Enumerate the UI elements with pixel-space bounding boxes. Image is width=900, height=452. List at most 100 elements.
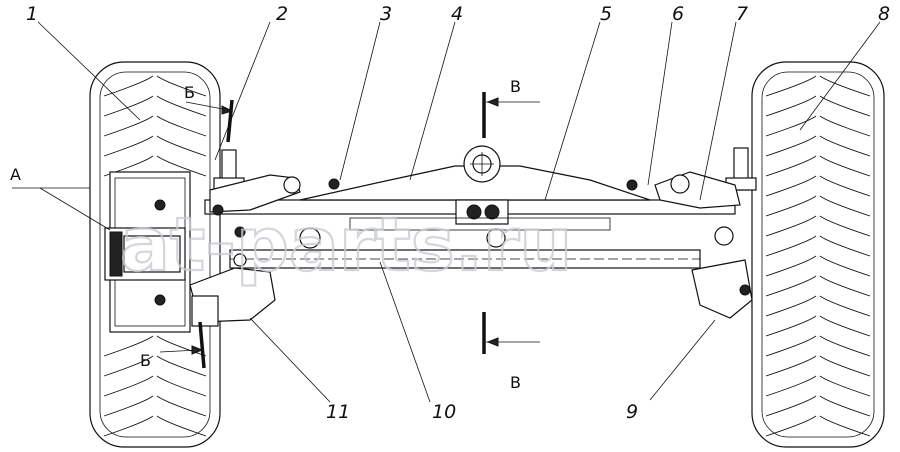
callout-2: 2 bbox=[276, 3, 288, 25]
watermark: at-parts.ru bbox=[120, 202, 572, 288]
right-tire-inner bbox=[761, 71, 875, 438]
tread-lug bbox=[765, 355, 871, 377]
tread-lug bbox=[103, 395, 207, 417]
right-tierod-joint bbox=[714, 226, 734, 246]
tread-lug bbox=[103, 75, 207, 97]
tread-lug bbox=[765, 175, 871, 197]
view-letter-b-top: Б bbox=[184, 83, 195, 102]
left-tire-outline bbox=[89, 61, 221, 448]
leader-lines bbox=[12, 21, 881, 403]
view-letter-v-bottom: В bbox=[510, 373, 521, 392]
callout-6: 6 bbox=[672, 3, 684, 25]
callout-numbers: 1 2 3 4 5 6 7 8 9 10 11 bbox=[26, 3, 890, 423]
stabilizer-bar bbox=[349, 217, 611, 231]
tread-lug bbox=[765, 375, 871, 397]
callout-10: 10 bbox=[432, 401, 456, 423]
tread-lug bbox=[103, 375, 207, 397]
tread-lug bbox=[765, 155, 871, 177]
left-grease-nipple bbox=[234, 226, 246, 238]
tread-lug bbox=[765, 395, 871, 417]
callout-8: 8 bbox=[878, 3, 890, 25]
leader-2 bbox=[214, 21, 271, 161]
clamp-bolt-right bbox=[484, 204, 500, 220]
right-arm-eye bbox=[670, 174, 690, 194]
leader-6 bbox=[647, 21, 673, 186]
left-hub-bolt-top bbox=[154, 199, 166, 211]
left-top-nipple bbox=[328, 178, 340, 190]
left-lower-joint bbox=[233, 253, 247, 267]
left-tire-tread bbox=[103, 75, 207, 437]
left-tierod-joint bbox=[299, 227, 321, 249]
callout-7: 7 bbox=[736, 3, 748, 25]
tread-lug bbox=[103, 95, 207, 117]
leader-5 bbox=[544, 21, 601, 201]
left-wheel bbox=[89, 61, 221, 448]
left-tire-inner bbox=[99, 71, 211, 438]
view-letter-v-top: В bbox=[510, 77, 521, 96]
section-b-bottom-arrowhead bbox=[191, 345, 204, 355]
left-hub-cap bbox=[123, 235, 181, 273]
tread-lug bbox=[765, 75, 871, 97]
tread-lug bbox=[103, 415, 207, 437]
clamp-bolt-left bbox=[466, 204, 482, 220]
leader-a bbox=[39, 187, 111, 231]
tread-lug bbox=[103, 135, 207, 157]
section-b-top-mark bbox=[226, 99, 234, 143]
section-b-top-arrow bbox=[185, 101, 229, 111]
tread-lug bbox=[103, 335, 207, 357]
axle-beam bbox=[204, 145, 736, 269]
view-letters: А Б Б В В bbox=[10, 77, 521, 392]
tread-lug bbox=[765, 115, 871, 137]
left-hub-bolt-bottom bbox=[154, 294, 166, 306]
section-v-bottom-arrowhead bbox=[486, 337, 499, 347]
right-steering-knuckle bbox=[328, 147, 757, 319]
callout-11: 11 bbox=[326, 401, 350, 423]
tread-lug bbox=[765, 95, 871, 117]
axle-housing bbox=[299, 165, 651, 201]
leader-4 bbox=[409, 21, 456, 181]
section-b-bottom-mark bbox=[198, 321, 206, 369]
callout-5: 5 bbox=[600, 3, 612, 25]
left-steering-arm bbox=[209, 174, 301, 213]
section-markers bbox=[159, 92, 540, 369]
tread-lug bbox=[765, 255, 871, 277]
tread-lug bbox=[765, 315, 871, 337]
tread-lug bbox=[765, 335, 871, 357]
center-nut bbox=[486, 228, 506, 248]
right-grease-nipple bbox=[626, 179, 638, 191]
tread-lug bbox=[765, 415, 871, 437]
tread-lug bbox=[103, 115, 207, 137]
section-b-top-arrowhead bbox=[221, 105, 234, 115]
right-wheel bbox=[751, 61, 885, 448]
tread-lug bbox=[765, 135, 871, 157]
leader-1 bbox=[37, 21, 141, 121]
right-lower-bolt bbox=[739, 284, 751, 296]
left-hub-bolts bbox=[109, 231, 123, 277]
callout-1: 1 bbox=[26, 3, 38, 25]
view-letter-a: А bbox=[10, 165, 21, 184]
callout-3: 3 bbox=[380, 3, 392, 25]
leader-8 bbox=[799, 21, 881, 131]
left-knuckle-lower bbox=[191, 295, 219, 327]
right-knuckle-housing bbox=[691, 259, 753, 319]
left-arm-eye bbox=[283, 176, 301, 194]
leader-7 bbox=[699, 21, 737, 201]
callout-9: 9 bbox=[626, 401, 638, 423]
section-v-top-arrowhead bbox=[486, 97, 499, 107]
tread-lug bbox=[765, 295, 871, 317]
tread-lug bbox=[765, 275, 871, 297]
tread-lug bbox=[103, 355, 207, 377]
tread-lug bbox=[765, 215, 871, 237]
leader-10 bbox=[379, 261, 431, 403]
tread-lug bbox=[765, 235, 871, 257]
tread-lug bbox=[765, 195, 871, 217]
left-joint-bolt bbox=[212, 204, 224, 216]
leader-11 bbox=[249, 317, 331, 403]
view-letter-b-bottom: Б bbox=[140, 351, 151, 370]
right-tire-tread bbox=[765, 75, 871, 437]
leader-9 bbox=[649, 319, 716, 401]
left-steering-knuckle bbox=[189, 149, 321, 327]
right-tire-outline bbox=[751, 61, 885, 448]
